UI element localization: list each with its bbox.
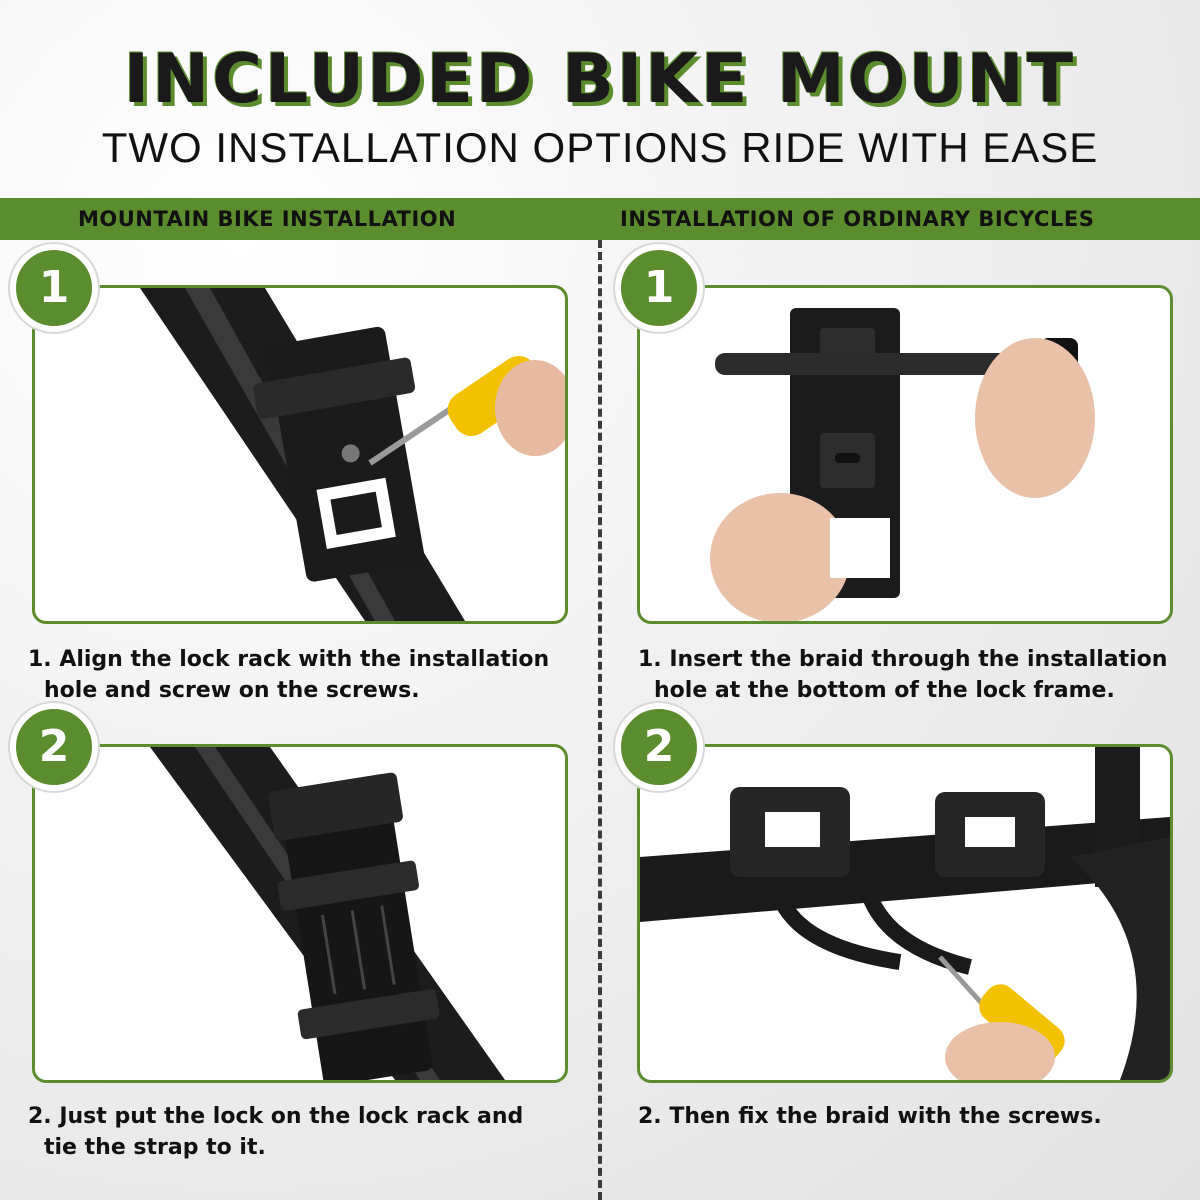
caption-right-1-line2: hole at the bottom of the lock frame. — [654, 678, 1115, 703]
page-title: INCLUDED BIKE MOUNT — [123, 40, 1077, 119]
caption-left-1-line2: hole and screw on the screws. — [44, 678, 420, 703]
caption-right-1-line1: 1. Insert the braid through the installa… — [638, 647, 1168, 672]
right-column-heading: INSTALLATION OF ORDINARY BICYCLES — [620, 207, 1095, 231]
page-subtitle: TWO INSTALLATION OPTIONS RIDE WITH EASE — [101, 124, 1099, 171]
tube-lock-rack-screwdriver-photo — [140, 288, 565, 621]
caption-left-2-line2: tie the strap to it. — [44, 1135, 266, 1160]
column-divider — [598, 240, 602, 1200]
caption-left-2: 2. Just put the lock on the lock rack an… — [28, 1101, 588, 1163]
caption-left-1: 1. Align the lock rack with the installa… — [28, 644, 588, 706]
caption-right-2: 2. Then fix the braid with the screws. — [638, 1101, 1198, 1132]
left-step-1-photo-frame — [32, 285, 568, 624]
caption-left-2-line1: 2. Just put the lock on the lock rack an… — [28, 1104, 524, 1129]
left-column-heading: MOUNTAIN BIKE INSTALLATION — [78, 207, 457, 231]
step-badge-right-2: 2 — [615, 703, 703, 791]
caption-left-1-line1: 1. Align the lock rack with the installa… — [28, 647, 550, 672]
column-heading-band: MOUNTAIN BIKE INSTALLATION INSTALLATION … — [0, 198, 1200, 240]
step-badge-left-1: 1 — [10, 244, 98, 332]
tube-folding-lock-photo — [150, 747, 505, 1080]
frame-mount-screwdriver-photo — [640, 747, 1170, 1080]
right-step-2-photo-frame — [637, 744, 1173, 1083]
left-step-2-photo-frame — [32, 744, 568, 1083]
caption-right-1: 1. Insert the braid through the installa… — [638, 644, 1198, 706]
step-badge-left-2: 2 — [10, 703, 98, 791]
right-step-1-photo-frame — [637, 285, 1173, 624]
caption-right-2-line1: 2. Then fix the braid with the screws. — [638, 1104, 1102, 1129]
step-badge-right-1: 1 — [615, 244, 703, 332]
lock-frame-strap-hands-photo — [710, 308, 1095, 621]
